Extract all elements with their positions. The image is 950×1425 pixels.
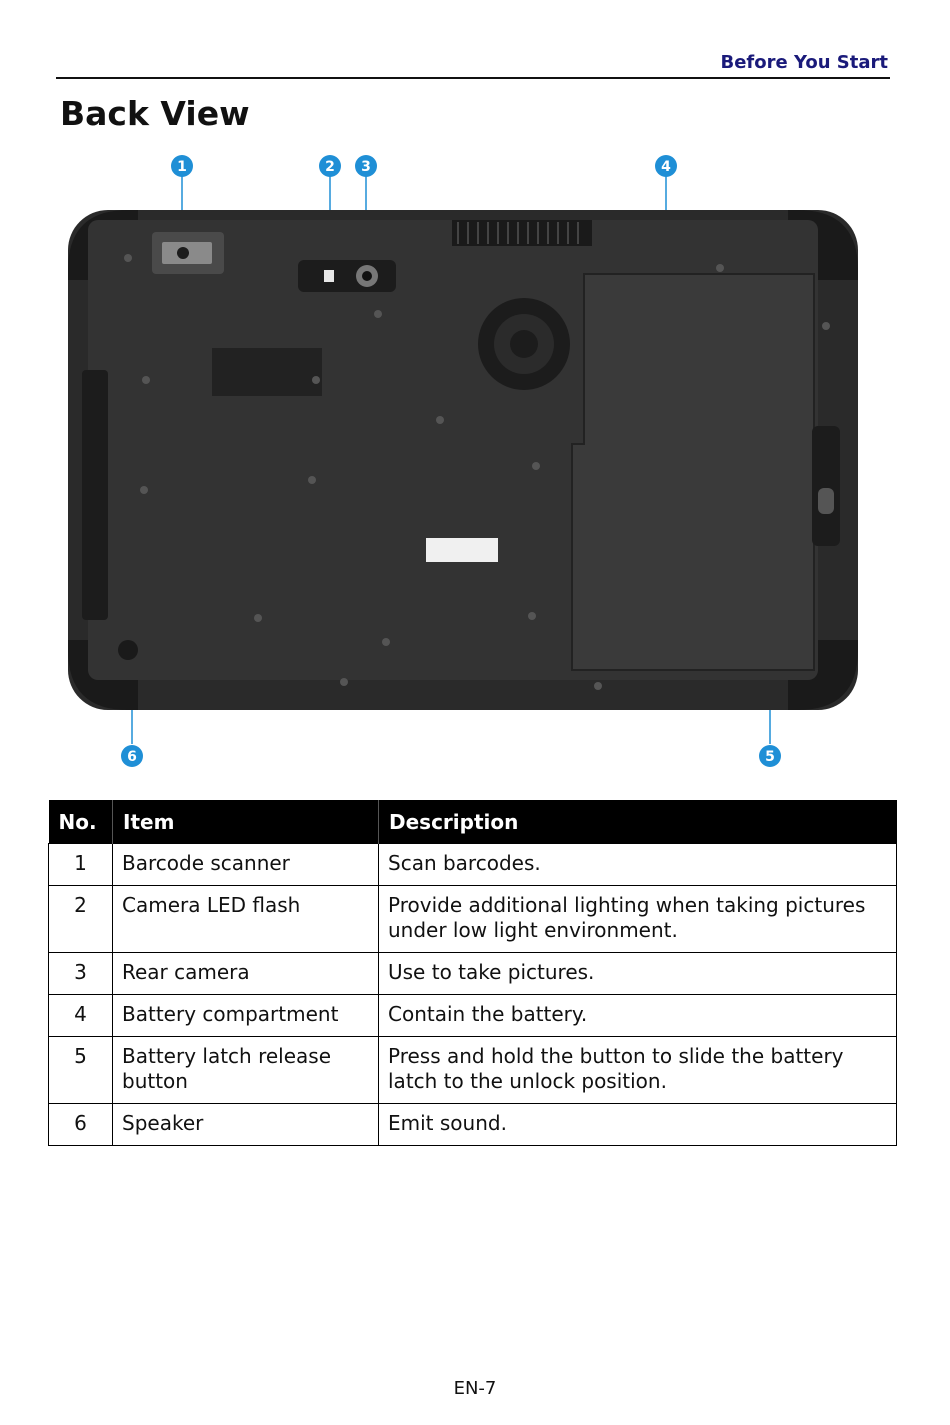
table-row: 2 Camera LED flash Provide additional li…	[48, 885, 897, 953]
tablet-back-view-figure: 1 2 3 4 5 6	[62, 150, 874, 774]
row-no: 2	[48, 885, 113, 953]
callout-3-label: 3	[361, 159, 371, 175]
tablet-device-image	[68, 210, 858, 710]
header-no: No.	[48, 800, 113, 844]
table-row: 1 Barcode scanner Scan barcodes.	[48, 843, 897, 886]
row-item: Camera LED flash	[112, 885, 379, 953]
row-item: Rear camera	[112, 952, 379, 995]
row-item: Battery compartment	[112, 994, 379, 1037]
row-no: 6	[48, 1103, 113, 1146]
row-item: Battery latch release button	[112, 1036, 379, 1104]
callout-6-label: 6	[127, 749, 137, 765]
row-description: Scan barcodes.	[378, 843, 897, 886]
row-description: Provide additional lighting when taking …	[378, 885, 897, 953]
header-description: Description	[378, 800, 897, 844]
page-number: EN-7	[453, 1378, 497, 1399]
callout-5-label: 5	[765, 749, 775, 765]
callout-4-label: 4	[661, 159, 671, 175]
table-row: 4 Battery compartment Contain the batter…	[48, 994, 897, 1037]
row-no: 1	[48, 843, 113, 886]
callout-3: 3	[355, 155, 377, 177]
callout-4: 4	[655, 155, 677, 177]
row-description: Use to take pictures.	[378, 952, 897, 995]
section-header: Before You Start	[720, 52, 888, 73]
table-header-row: No. Item Description	[48, 800, 897, 844]
callout-2: 2	[319, 155, 341, 177]
header-rule	[56, 77, 890, 79]
row-no: 4	[48, 994, 113, 1037]
callout-1-label: 1	[177, 159, 187, 175]
table-row: 5 Battery latch release button Press and…	[48, 1036, 897, 1104]
row-description: Press and hold the button to slide the b…	[378, 1036, 897, 1104]
callout-5: 5	[759, 745, 781, 767]
row-item: Barcode scanner	[112, 843, 379, 886]
row-description: Contain the battery.	[378, 994, 897, 1037]
header-item: Item	[112, 800, 379, 844]
row-description: Emit sound.	[378, 1103, 897, 1146]
callout-1: 1	[171, 155, 193, 177]
row-no: 3	[48, 952, 113, 995]
table-row: 6 Speaker Emit sound.	[48, 1103, 897, 1146]
row-no: 5	[48, 1036, 113, 1104]
table-row: 3 Rear camera Use to take pictures.	[48, 952, 897, 995]
row-item: Speaker	[112, 1103, 379, 1146]
page-title: Back View	[60, 94, 250, 133]
callout-2-label: 2	[325, 159, 335, 175]
callout-6: 6	[121, 745, 143, 767]
component-table: No. Item Description 1 Barcode scanner S…	[48, 800, 897, 1146]
